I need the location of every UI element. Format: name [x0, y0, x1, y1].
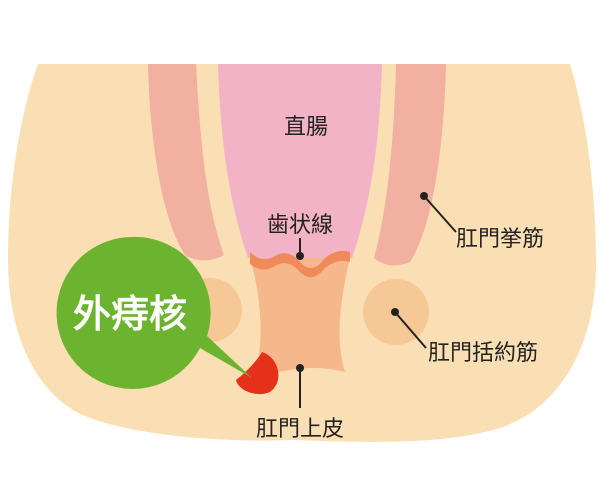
- dentate-line-label: 歯状線: [267, 213, 333, 238]
- leader-sphincter: [391, 308, 427, 349]
- anoderm-label: 肛門上皮: [256, 417, 344, 442]
- external-hemorrhoid-label: 外痔核: [73, 292, 187, 336]
- levator-ani-left: [148, 64, 224, 261]
- dentate-line: [250, 250, 350, 278]
- levator-ani-right: [374, 64, 446, 266]
- leader-levator-ani: [420, 192, 457, 233]
- external-hemorrhoid: [236, 352, 279, 395]
- hemorrhoid-bubble: [56, 236, 253, 389]
- anal-canal: [250, 258, 350, 378]
- sphincter-label: 肛門括約筋: [428, 341, 538, 366]
- leader-anoderm: [296, 364, 304, 408]
- rectum: [218, 64, 382, 258]
- levator-ani-label: 肛門挙筋: [456, 227, 544, 252]
- leader-dentate: [296, 238, 304, 260]
- rectum-label: 直腸: [284, 115, 328, 140]
